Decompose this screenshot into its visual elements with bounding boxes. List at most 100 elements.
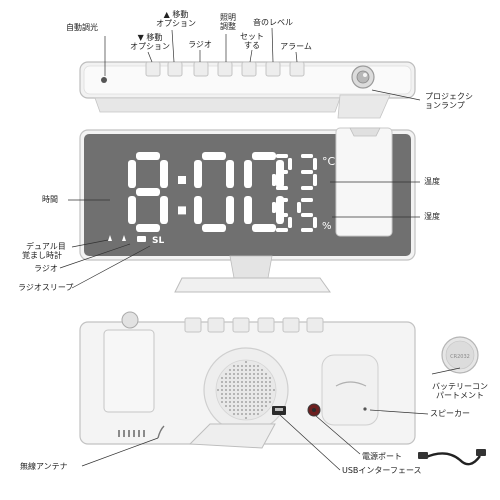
speaker-hole [261, 389, 263, 391]
speaker-hole [229, 377, 231, 379]
label-lighting-1: 照明 [220, 13, 236, 22]
speaker-hole [261, 385, 263, 387]
time-digit-2-seg-f [194, 160, 202, 188]
svg-text:CR2032: CR2032 [450, 354, 470, 360]
speaker-hole [249, 401, 251, 403]
hum-digit-2-seg-d [301, 228, 313, 232]
time-digit-2-seg-d [202, 224, 226, 232]
speaker-hole [261, 397, 263, 399]
label-radio: ラジオ [188, 40, 212, 49]
time-digit-2-seg-e [194, 196, 202, 224]
speaker-hole [229, 385, 231, 387]
hum-digit-2-seg-g [301, 213, 313, 217]
label-dual-alarm-1: デュアル目 [26, 242, 66, 251]
speaker-hole [233, 413, 235, 415]
label-lighting-2: 調整 [220, 22, 236, 31]
speaker-hole [261, 377, 263, 379]
temp-digit-2-seg-g [301, 170, 313, 174]
speaker-hole [237, 409, 239, 411]
speaker-hole [225, 381, 227, 383]
speaker-hole [229, 381, 231, 383]
speaker-hole [253, 409, 255, 411]
label-set-2: する [244, 41, 260, 50]
temp-digit-2-seg-b [313, 158, 317, 170]
hum-digit-1-seg-c [288, 217, 292, 228]
radio-sleep-button[interactable] [193, 61, 209, 77]
speaker-hole [269, 381, 271, 383]
speaker-hole [253, 397, 255, 399]
label-battery-1: バッテリーコン [432, 382, 488, 391]
label-wireless-antenna: 無線アンテナ [20, 462, 68, 471]
label-power-port: 電源ポート [362, 452, 402, 461]
leader-lines [59, 27, 461, 471]
temp-digit-1-seg-g [276, 170, 288, 174]
speaker-hole [261, 401, 263, 403]
speaker-hole [261, 373, 263, 375]
speaker-hole [221, 393, 223, 395]
speaker-hole [217, 389, 219, 391]
temp-digit-1-seg-b [288, 158, 292, 170]
label-time: 時間 [42, 195, 58, 204]
speaker-hole [221, 381, 223, 383]
speaker-hole [225, 373, 227, 375]
label-radio-indicator: ラジオ [34, 264, 58, 273]
hum-digit-1-seg-a [276, 198, 288, 202]
speaker-hole [237, 385, 239, 387]
down-button[interactable] [145, 61, 161, 77]
time-colon-dot [178, 206, 186, 215]
speaker-hole [265, 377, 267, 379]
speaker-hole [253, 413, 255, 415]
label-usb-interface: USBインターフェース [342, 466, 422, 475]
speaker-hole [233, 377, 235, 379]
up-power-button[interactable] [167, 61, 183, 77]
dimmer-button[interactable] [217, 61, 233, 77]
speaker-hole [237, 405, 239, 407]
speaker-hole [245, 405, 247, 407]
speaker-hole [245, 393, 247, 395]
label-set-1: セット [240, 32, 264, 41]
speaker-hole [225, 401, 227, 403]
speaker-hole [225, 385, 227, 387]
speaker-hole [253, 369, 255, 371]
speaker-hole [233, 373, 235, 375]
speaker-hole [269, 401, 271, 403]
front-stand [174, 277, 331, 293]
rear-projector-knob[interactable] [121, 311, 139, 329]
humidity-unit: % [322, 221, 332, 232]
label-move-up-2: オプション [156, 19, 196, 28]
speaker-hole [269, 393, 271, 395]
speaker-hole [269, 389, 271, 391]
speaker-hole [265, 385, 267, 387]
speaker-hole [257, 397, 259, 399]
alarm-button[interactable] [289, 61, 305, 77]
speaker-hole [229, 373, 231, 375]
speaker-hole [241, 397, 243, 399]
speaker-hole [257, 401, 259, 403]
speaker-hole [257, 369, 259, 371]
set-button[interactable] [241, 61, 257, 77]
time-digit-1-seg-g [136, 188, 160, 196]
speaker-hole [253, 389, 255, 391]
speaker-hole [245, 409, 247, 411]
label-move-down-1: ▼ 移動 [137, 33, 163, 42]
speaker-hole [241, 409, 243, 411]
speaker-hole [269, 377, 271, 379]
hum-digit-2-seg-c [313, 217, 317, 228]
speaker-hole [229, 401, 231, 403]
speaker-hole [257, 365, 259, 367]
time-digit-3-seg-f [244, 160, 252, 188]
vol-button[interactable] [265, 61, 281, 77]
temp-digit-2-seg-c [313, 174, 317, 186]
speaker-hole [245, 397, 247, 399]
hum-digit-2-seg-f [297, 202, 301, 213]
label-projection-2: ョンランプ [425, 101, 465, 110]
speaker-hole [241, 377, 243, 379]
time-colon-dot [178, 176, 186, 184]
alarm2-icon [122, 235, 126, 241]
speaker-hole [257, 409, 259, 411]
speaker-hole [261, 381, 263, 383]
speaker-hole [257, 389, 259, 391]
speaker-hole [249, 365, 251, 367]
speaker-hole [241, 393, 243, 395]
speaker-hole [241, 405, 243, 407]
